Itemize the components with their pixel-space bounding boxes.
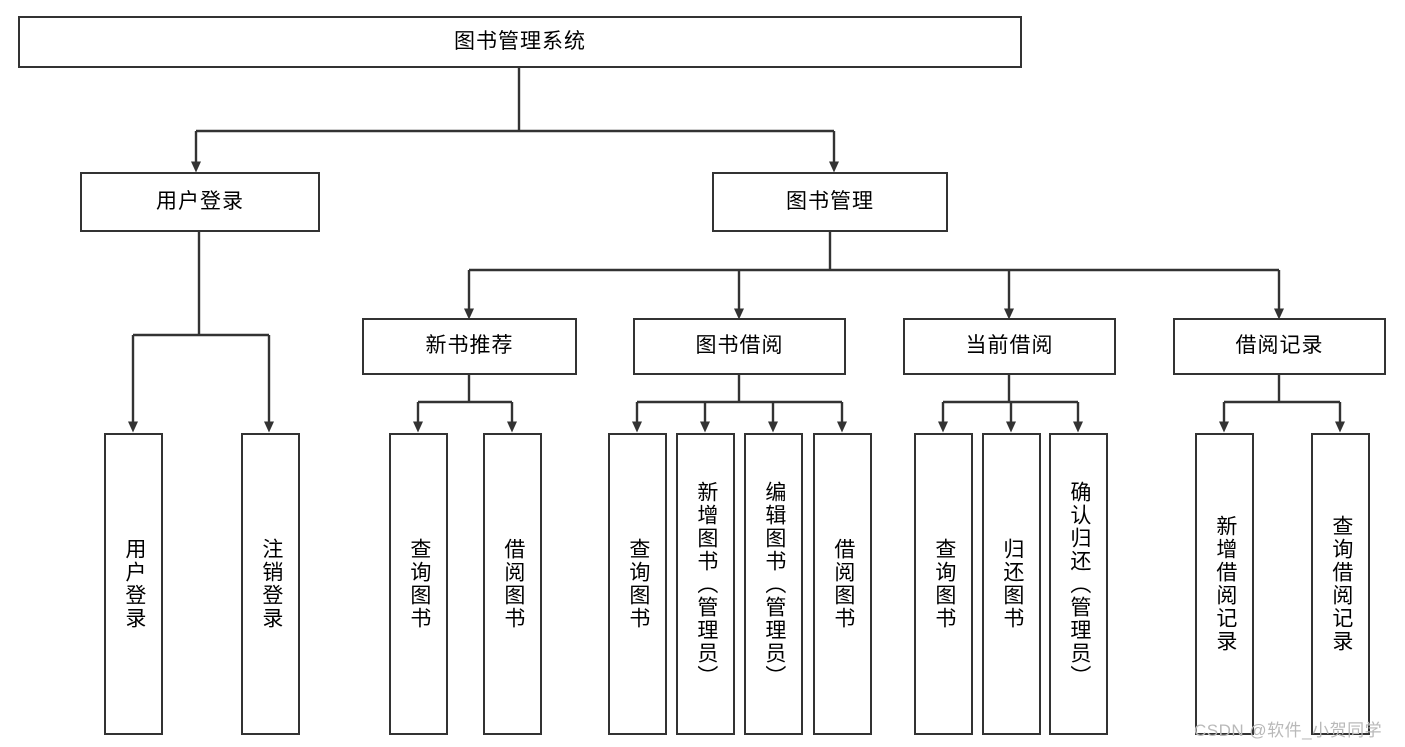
node-leaf-query-record[interactable]: 查询借阅记录 (1311, 433, 1370, 735)
node-book-borrow-label: 图书借阅 (695, 334, 784, 358)
node-leaf-borrow-book-1-label: 借阅图书 (501, 538, 525, 630)
node-leaf-edit-book-label: 编辑图书（管理员） (762, 480, 786, 688)
node-leaf-borrow-book-2-label: 借阅图书 (831, 538, 855, 630)
node-leaf-query-book-1[interactable]: 查询图书 (389, 433, 448, 735)
node-book-borrow[interactable]: 图书借阅 (633, 318, 846, 375)
node-leaf-add-record-label: 新增借阅记录 (1213, 515, 1237, 653)
node-leaf-user-login[interactable]: 用户登录 (104, 433, 163, 735)
node-book-manage-label: 图书管理 (786, 189, 874, 213)
node-leaf-add-record[interactable]: 新增借阅记录 (1195, 433, 1254, 735)
node-borrow-record-label: 借阅记录 (1235, 334, 1324, 358)
node-book-manage[interactable]: 图书管理 (712, 172, 948, 232)
node-root-label: 图书管理系统 (454, 29, 586, 53)
node-leaf-add-book[interactable]: 新增图书（管理员） (676, 433, 735, 735)
node-leaf-return-book[interactable]: 归还图书 (982, 433, 1041, 735)
node-leaf-query-book-3-label: 查询图书 (932, 538, 956, 630)
node-leaf-add-book-label: 新增图书（管理员） (694, 480, 718, 688)
node-leaf-user-login-label: 用户登录 (122, 538, 146, 630)
node-borrow-record[interactable]: 借阅记录 (1173, 318, 1386, 375)
node-leaf-query-book-2[interactable]: 查询图书 (608, 433, 667, 735)
node-leaf-borrow-book-2[interactable]: 借阅图书 (813, 433, 872, 735)
node-leaf-logout[interactable]: 注销登录 (241, 433, 300, 735)
node-leaf-confirm-return-label: 确认归还（管理员） (1067, 480, 1091, 688)
node-leaf-query-book-2-label: 查询图书 (626, 538, 650, 630)
node-leaf-return-book-label: 归还图书 (1000, 538, 1024, 630)
node-root[interactable]: 图书管理系统 (18, 16, 1022, 68)
node-leaf-logout-label: 注销登录 (259, 538, 283, 630)
node-new-book-rec[interactable]: 新书推荐 (362, 318, 577, 375)
node-leaf-query-book-1-label: 查询图书 (407, 538, 431, 630)
node-new-book-rec-label: 新书推荐 (425, 334, 514, 358)
node-user-login[interactable]: 用户登录 (80, 172, 320, 232)
node-leaf-edit-book[interactable]: 编辑图书（管理员） (744, 433, 803, 735)
node-leaf-confirm-return[interactable]: 确认归还（管理员） (1049, 433, 1108, 735)
node-current-borrow[interactable]: 当前借阅 (903, 318, 1116, 375)
node-user-login-label: 用户登录 (156, 189, 244, 213)
node-current-borrow-label: 当前借阅 (965, 334, 1054, 358)
node-leaf-query-book-3[interactable]: 查询图书 (914, 433, 973, 735)
csdn-watermark: CSDN @软件_小贺同学 (1194, 721, 1383, 740)
node-leaf-query-record-label: 查询借阅记录 (1329, 515, 1353, 653)
node-leaf-borrow-book-1[interactable]: 借阅图书 (483, 433, 542, 735)
